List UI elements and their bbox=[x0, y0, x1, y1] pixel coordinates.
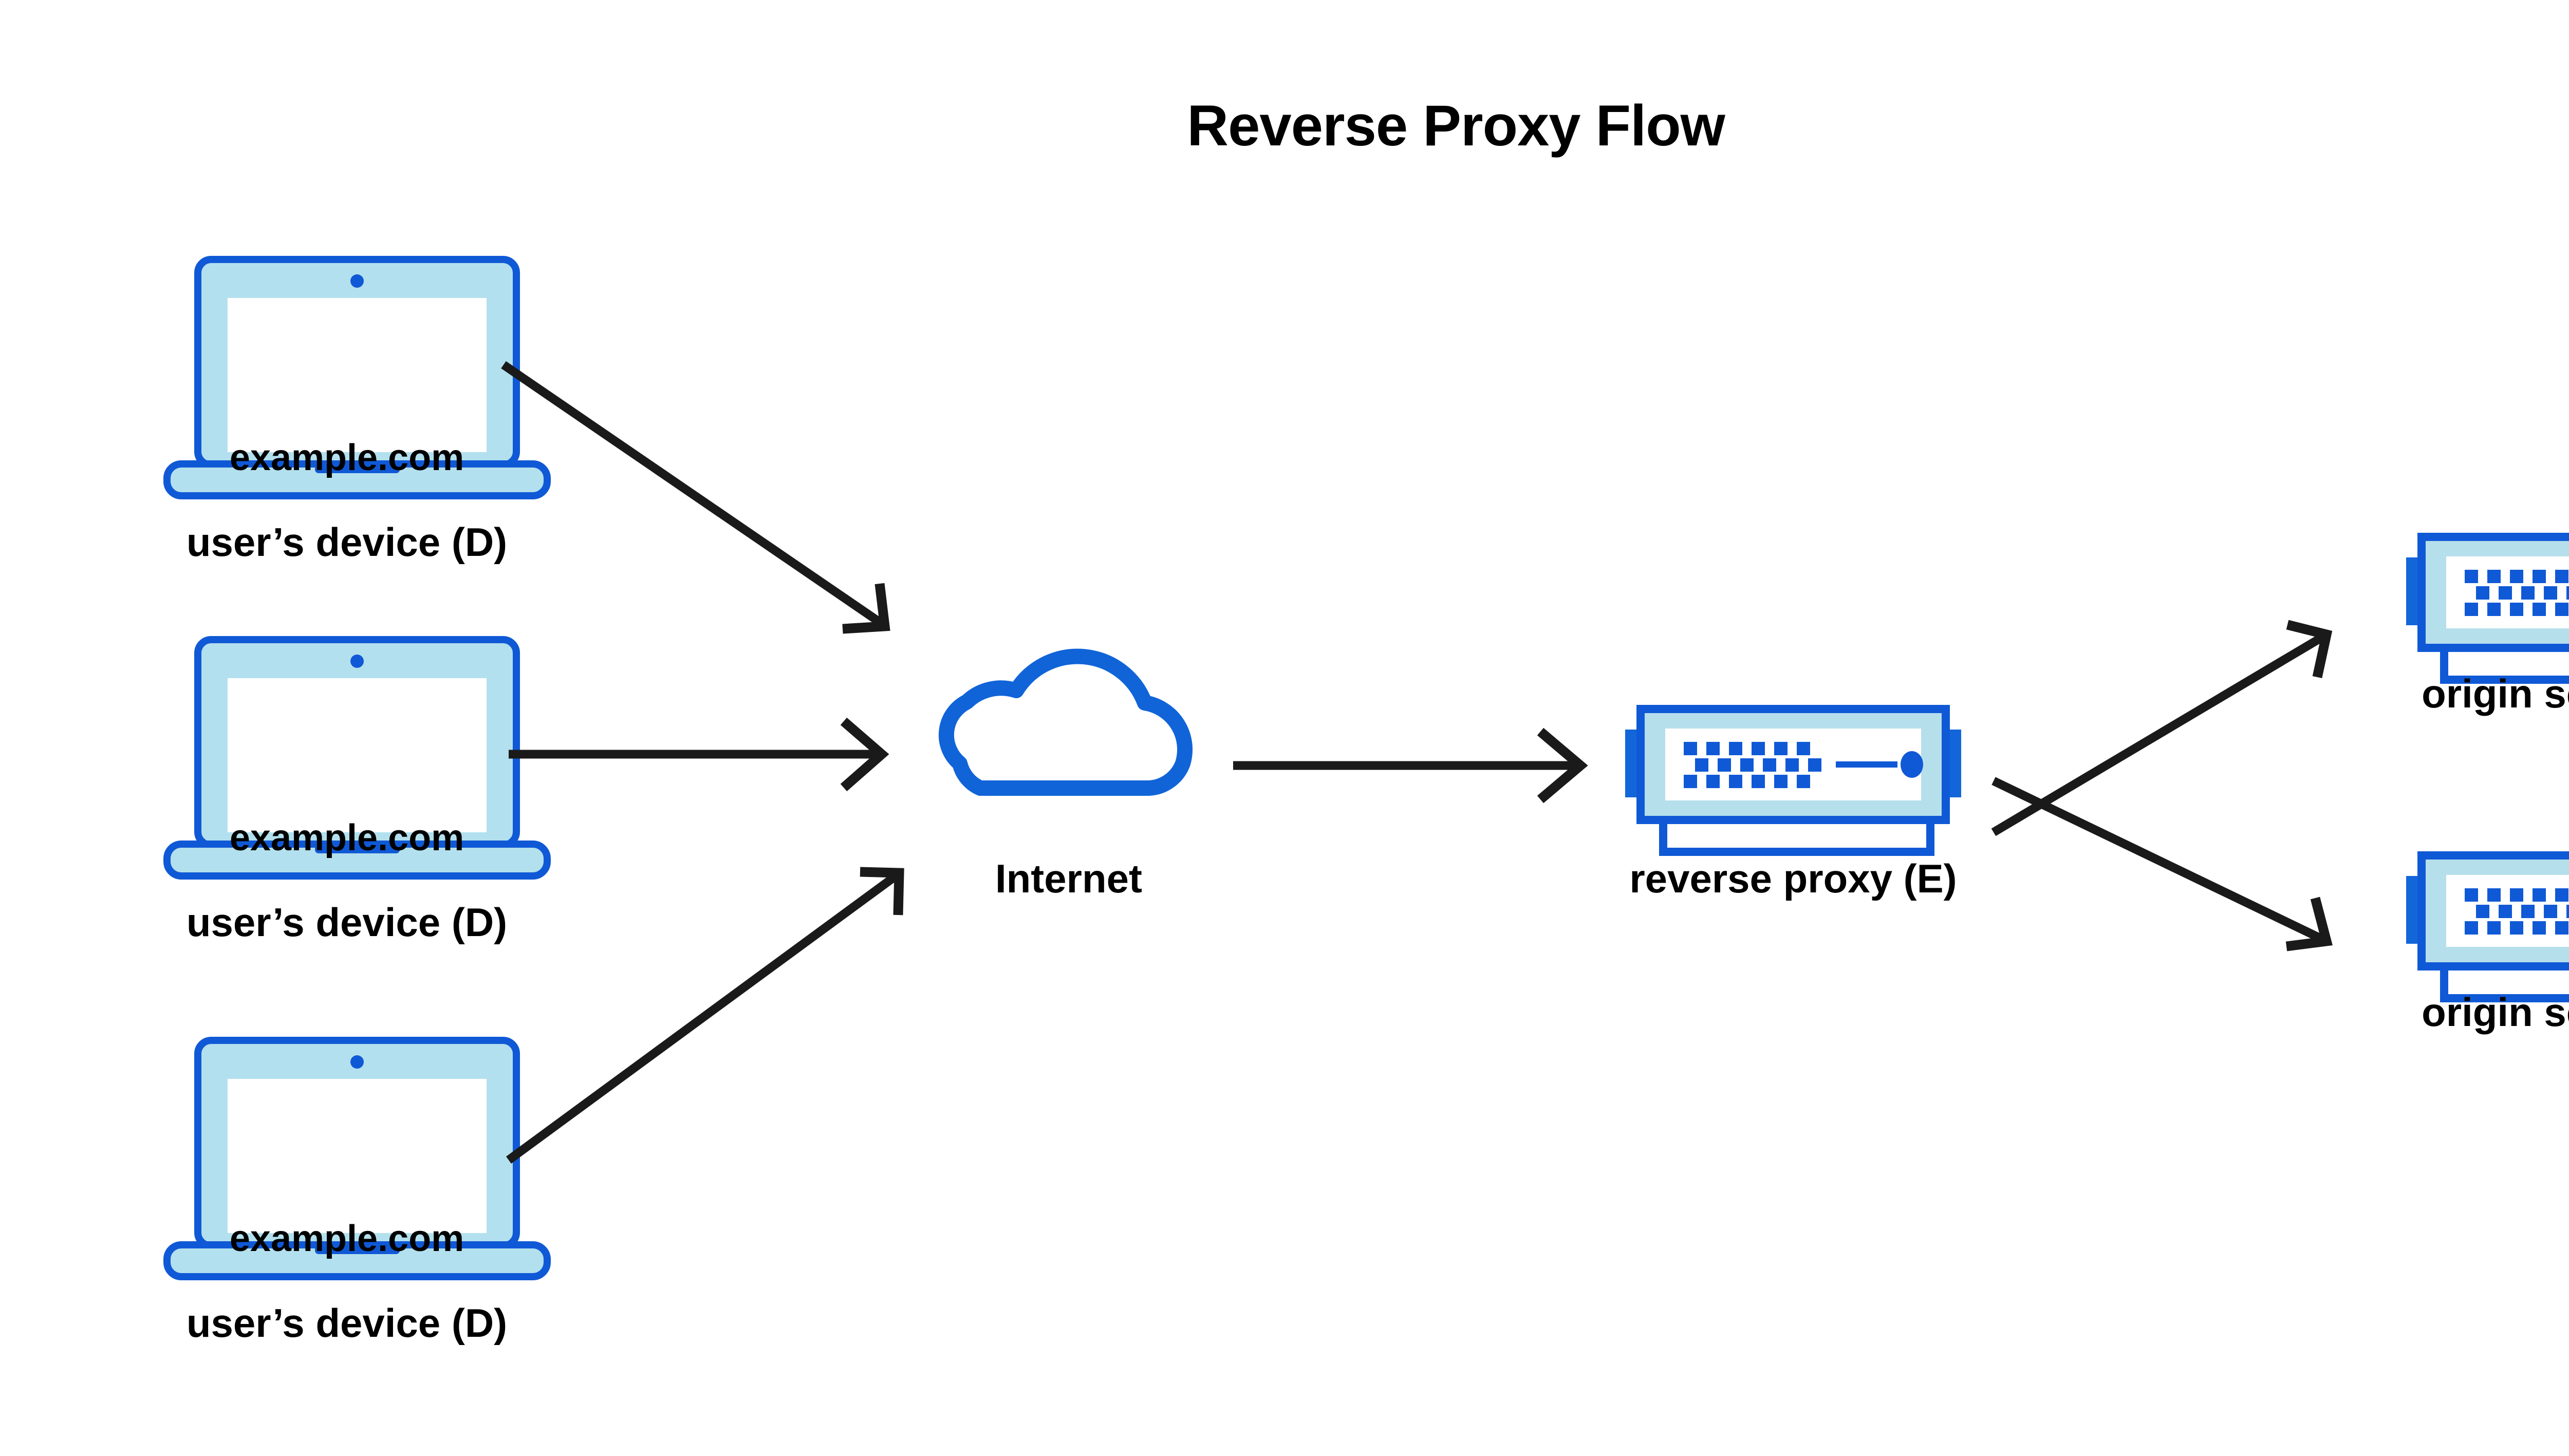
node-device-2[interactable] bbox=[167, 632, 527, 894]
device-label-2: user’s device (D) bbox=[186, 900, 508, 945]
origin-label-1: origin server (F) bbox=[2422, 671, 2569, 716]
node-origin-2[interactable] bbox=[2405, 851, 2569, 1005]
origin-label-2: origin server (F) bbox=[2422, 990, 2569, 1035]
arrow-proxy-to-origin2 bbox=[1991, 777, 2333, 951]
node-device-3[interactable] bbox=[167, 1033, 527, 1295]
page-title: Reverse Proxy Flow bbox=[1187, 94, 1725, 158]
device-label-1: user’s device (D) bbox=[186, 519, 508, 565]
node-reverse-proxy[interactable] bbox=[1624, 705, 1973, 859]
node-internet[interactable] bbox=[920, 626, 1218, 842]
arrow-internet-to-proxy bbox=[1233, 727, 1588, 804]
node-device-1[interactable] bbox=[167, 252, 527, 514]
laptop-screen-text-2: example.com bbox=[229, 817, 464, 858]
internet-label: Internet bbox=[995, 856, 1143, 901]
proxy-label: reverse proxy (E) bbox=[1629, 856, 1957, 901]
laptop-screen-text-3: example.com bbox=[229, 1218, 464, 1259]
laptop-screen-text-1: example.com bbox=[229, 437, 464, 478]
node-origin-1[interactable] bbox=[2405, 533, 2569, 687]
device-label-3: user’s device (D) bbox=[186, 1300, 508, 1346]
arrow-device3-to-internet bbox=[506, 867, 904, 1164]
arrow-device1-to-internet bbox=[501, 361, 890, 634]
arrow-device2-to-internet bbox=[509, 717, 889, 792]
arrow-proxy-to-origin1 bbox=[1991, 620, 2333, 836]
